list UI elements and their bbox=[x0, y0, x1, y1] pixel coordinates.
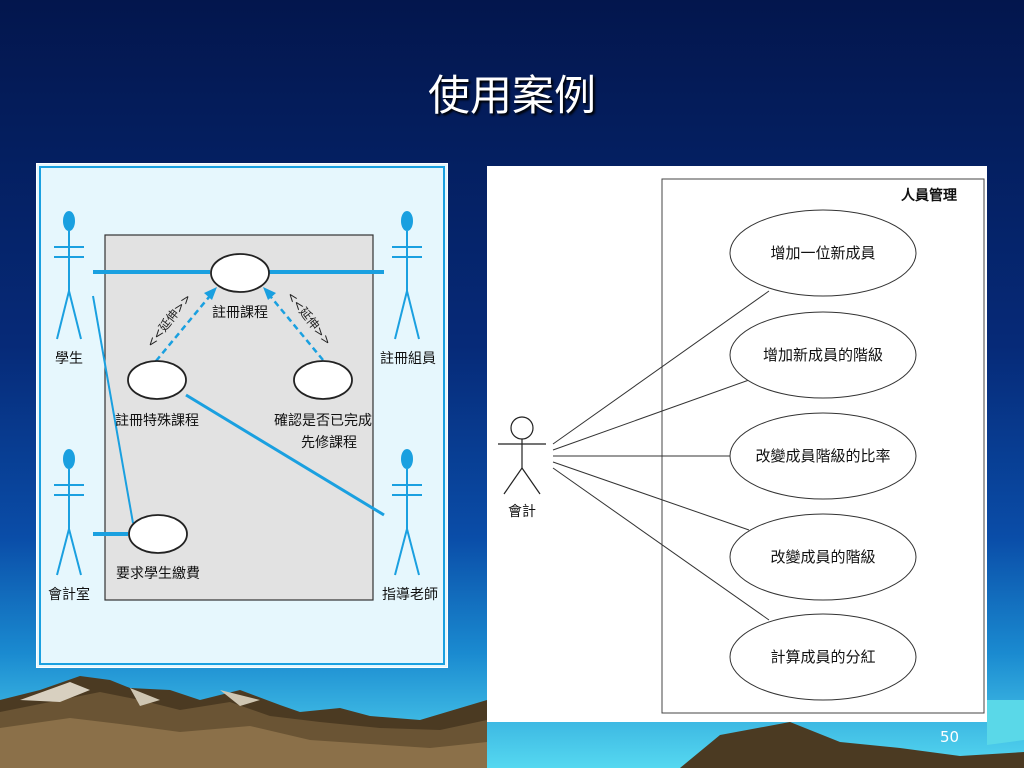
use-case-change-rank-rate-label: 改變成員階級的比率 bbox=[755, 447, 890, 465]
use-case-calc-dividend-label: 計算成員的分紅 bbox=[770, 648, 875, 666]
use-case-register-special-label: 註冊特殊課程 bbox=[115, 413, 199, 429]
use-case-check-prerequisite-line2: 先修課程 bbox=[301, 435, 357, 451]
actor-advisor-label: 指導老師 bbox=[382, 587, 438, 603]
use-case-register-course bbox=[210, 253, 270, 293]
actor-accounting-icon bbox=[54, 449, 84, 576]
use-case-change-rank-rate bbox=[729, 412, 917, 500]
use-case-bill-student-label: 要求學生繳費 bbox=[116, 566, 200, 582]
page-number: 50 bbox=[940, 728, 960, 746]
use-case-check-prerequisite bbox=[293, 360, 353, 400]
use-case-calc-dividend bbox=[729, 613, 917, 701]
use-case-change-member-rank bbox=[729, 513, 917, 601]
registration-use-case-diagram: <<延伸>> <<延伸>> 註冊課程 註冊特殊課程 確認是否已完成 先修課程 要… bbox=[36, 163, 448, 668]
actor-student-label: 學生 bbox=[55, 351, 83, 367]
member-system-boundary bbox=[661, 178, 985, 714]
actor-student-icon bbox=[54, 211, 84, 340]
slide-title: 使用案例 bbox=[427, 71, 596, 120]
system-name: 人員管理 bbox=[901, 187, 957, 204]
actor-registrar-label: 註冊組員 bbox=[380, 351, 436, 367]
use-case-check-prerequisite-line1: 確認是否已完成 bbox=[274, 413, 372, 429]
actor-accounting-label: 會計室 bbox=[48, 586, 90, 603]
actor-advisor-icon bbox=[392, 449, 422, 576]
use-case-add-member-label: 增加一位新成員 bbox=[770, 244, 875, 262]
use-case-register-course-label: 註冊課程 bbox=[212, 305, 268, 321]
use-case-add-member bbox=[729, 209, 917, 297]
use-case-add-member-rank-label: 增加新成員的階級 bbox=[763, 346, 883, 364]
actor-accountant-label: 會計 bbox=[508, 504, 536, 520]
member-management-use-case-diagram: 人員管理 會計 增加一位新成員 增加新成員的階級 改變成員階級的比率 改變成員的… bbox=[487, 166, 987, 722]
use-case-add-member-rank bbox=[729, 311, 917, 399]
actor-accountant-icon bbox=[498, 416, 546, 495]
use-case-bill-student bbox=[128, 514, 188, 554]
actor-registrar-icon bbox=[392, 211, 422, 340]
use-case-change-member-rank-label: 改變成員的階級 bbox=[770, 548, 875, 566]
use-case-register-special bbox=[127, 360, 187, 400]
